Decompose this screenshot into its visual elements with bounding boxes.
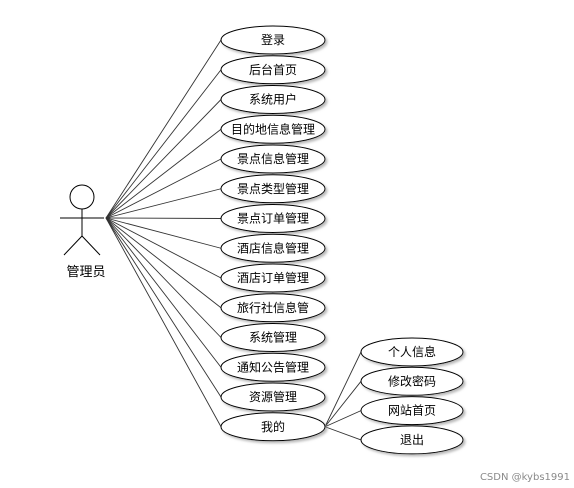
use-case[interactable]: 旅行社信息管 [220,293,326,323]
sub-association-line [324,410,362,428]
association-line [105,158,222,219]
use-case[interactable]: 系统用户 [220,85,326,114]
use-case-label: 资源管理 [249,389,297,404]
actor-label: 管理员 [66,265,105,280]
association-line [105,217,222,427]
sub-use-case-ellipse [360,337,464,367]
use-cases: 登录后台首页系统用户目的地信息管理景点信息管理景点类型管理景点订单管理酒店信息管… [220,25,326,442]
use-case-label: 后台首页 [249,62,297,77]
actor-head [69,184,95,210]
association-line [105,217,222,398]
association-line [105,217,222,338]
use-case[interactable]: 景点订单管理 [220,204,326,233]
sub-association-lines [324,351,362,441]
association-line [105,188,222,219]
use-case-ellipse [220,233,326,263]
sub-association-line [324,381,362,428]
association-line [105,99,222,219]
use-case-label: 酒店订单管理 [237,270,309,285]
use-case[interactable]: 酒店信息管理 [220,233,326,263]
use-case-ellipse [220,85,326,114]
association-line [105,69,222,219]
association-line [105,217,222,279]
sub-use-case[interactable]: 退出 [360,425,464,455]
use-case-ellipse [220,174,326,204]
association-line [105,39,222,219]
use-case[interactable]: 我的 [220,412,326,442]
use-case[interactable]: 景点类型管理 [220,174,326,204]
use-case[interactable]: 目的地信息管理 [220,114,326,144]
use-case[interactable]: 酒店订单管理 [220,263,326,293]
sub-use-case-ellipse [360,366,464,396]
use-case[interactable]: 景点信息管理 [220,144,326,174]
use-case-ellipse [220,263,326,293]
use-case-ellipse [220,25,326,55]
use-case-label: 目的地信息管理 [231,121,315,136]
use-case-label: 酒店信息管理 [237,240,309,255]
use-case-label: 系统管理 [249,330,297,345]
use-case-ellipse [220,352,326,382]
actor-left-leg [63,235,83,256]
use-case-ellipse [220,55,326,85]
use-case[interactable]: 后台首页 [220,55,326,85]
use-case-label: 登录 [261,32,285,47]
use-case-ellipse [220,382,326,412]
sub-use-case-label: 退出 [400,433,424,447]
sub-association-line [324,426,362,441]
use-case-ellipse [220,323,326,352]
sub-use-case-label: 修改密码 [388,373,436,388]
association-line [105,217,222,249]
use-case-label: 通知公告管理 [237,359,309,374]
watermark: CSDN @kybs1991 [480,472,570,483]
sub-use-case[interactable]: 修改密码 [360,366,464,396]
use-case-ellipse [220,293,326,323]
actor-admin: 管理员 [60,184,106,280]
use-case-label: 我的 [261,419,285,434]
association-line [105,217,222,368]
association-line [105,128,222,219]
sub-use-case-ellipse [360,396,464,426]
use-case-ellipse [220,204,326,233]
sub-use-case[interactable]: 个人信息 [360,337,464,367]
sub-use-case-label: 网站首页 [388,404,436,418]
association-lines [105,39,222,427]
sub-use-case-label: 个人信息 [388,344,436,359]
use-case-ellipse [220,114,326,144]
use-case-label: 系统用户 [249,92,297,107]
association-line [105,217,222,219]
use-case[interactable]: 资源管理 [220,382,326,412]
sub-use-case[interactable]: 网站首页 [360,396,464,426]
use-case-ellipse [220,412,326,442]
use-case[interactable]: 通知公告管理 [220,352,326,382]
sub-association-line [324,351,362,427]
sub-use-case-ellipse [360,425,464,455]
use-case-ellipse [220,144,326,174]
association-line [105,217,222,309]
use-case[interactable]: 登录 [220,25,326,55]
use-case-label: 景点订单管理 [237,211,309,226]
use-case[interactable]: 系统管理 [220,323,326,352]
use-case-label: 景点类型管理 [237,181,309,196]
use-case-label: 景点信息管理 [237,151,309,166]
use-case-label: 旅行社信息管 [237,300,309,315]
actor-right-leg [81,235,101,256]
